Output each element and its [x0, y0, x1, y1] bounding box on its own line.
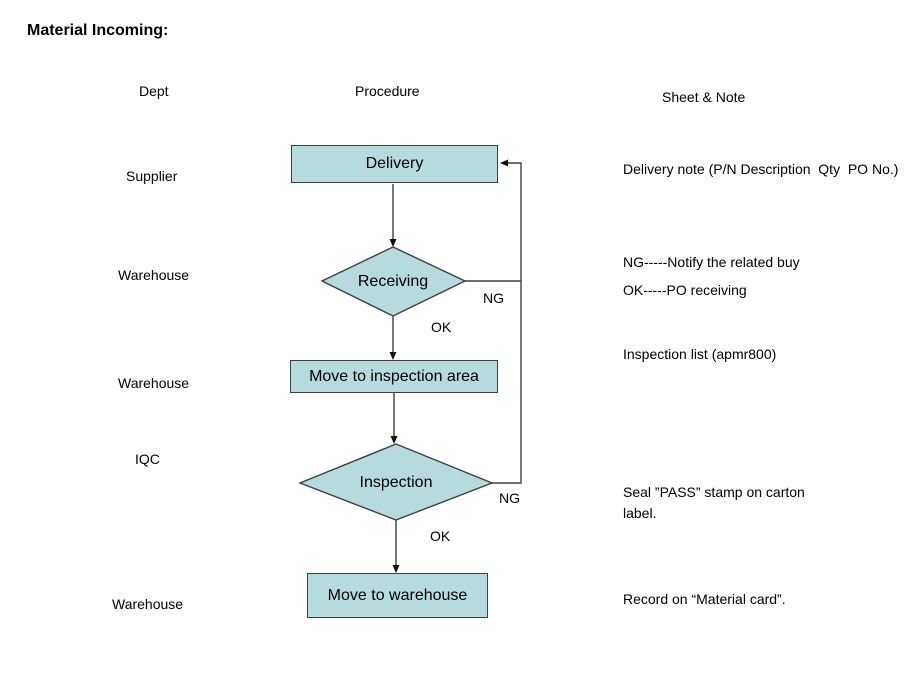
dept-label-supplier: Supplier — [126, 168, 178, 184]
arrowhead-into-receiving — [389, 239, 397, 247]
delivery-step-label: Delivery — [365, 155, 424, 172]
note-delivery: Delivery note (P/N Description Qty PO No… — [623, 161, 899, 177]
note-inspection-list: Inspection list (apmr800) — [623, 346, 777, 362]
receiving-decision-label: Receiving — [357, 273, 429, 290]
inspection-ng-label: NG — [499, 490, 520, 506]
move-to-inspection-step-box: Move to inspection area — [290, 360, 498, 393]
dept-label-warehouse-inspection-area: Warehouse — [118, 375, 190, 391]
inspection-diamond — [298, 443, 494, 521]
inspection-ok-label: OK — [430, 528, 451, 544]
move-to-warehouse-step-label: Move to warehouse — [327, 586, 468, 604]
arrowhead-into-inspection — [390, 436, 398, 444]
arrowhead-into-warehouse — [392, 565, 400, 573]
arrowhead-into-inspection-area — [389, 352, 397, 360]
inspection-decision-label: Inspection — [359, 474, 433, 491]
delivery-step-box: Delivery — [291, 145, 498, 183]
move-to-inspection-step-label: Move to inspection area — [309, 367, 479, 385]
dept-label-warehouse-final: Warehouse — [112, 596, 184, 612]
receiving-ok-label: OK — [431, 319, 452, 335]
column-header-procedure: Procedure — [355, 83, 420, 99]
column-header-dept: Dept — [139, 83, 169, 99]
note-material-card: Record on “Material card”. — [623, 591, 786, 607]
note-receiving-ng: NG-----Notify the related buy — [623, 254, 800, 270]
note-receiving-ok: OK-----PO receiving — [623, 282, 747, 298]
ng-feedback-line — [492, 162, 522, 484]
arrowhead-into-delivery — [500, 159, 508, 167]
note-pass-stamp: Seal ”PASS” stamp on carton label. — [623, 484, 809, 521]
move-to-warehouse-step-box: Move to warehouse — [307, 573, 488, 618]
dept-label-warehouse-receiving: Warehouse — [118, 267, 190, 283]
receiving-diamond — [320, 246, 467, 317]
dept-label-iqc: IQC — [135, 451, 160, 467]
column-header-sheet-note: Sheet & Note — [662, 89, 746, 105]
page-title: Material Incoming: — [27, 22, 169, 39]
receiving-ng-label: NG — [483, 290, 504, 306]
